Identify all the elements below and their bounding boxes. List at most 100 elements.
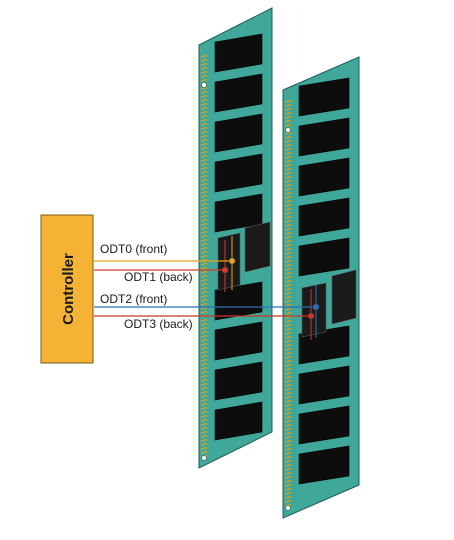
gold-contact [200, 246, 208, 250]
gold-contact [200, 438, 208, 442]
gold-contact [284, 343, 292, 347]
gold-contact [284, 455, 292, 459]
gold-contact [200, 406, 208, 410]
gold-contact [284, 291, 292, 295]
gold-contact [284, 331, 292, 335]
gold-contact [284, 187, 292, 191]
gold-contact [200, 430, 208, 434]
odt3-connection-dot [307, 312, 315, 320]
gold-contact [284, 195, 292, 199]
gold-contact [200, 394, 208, 398]
gold-contact [200, 350, 208, 354]
gold-contact [284, 307, 292, 311]
gold-contact [284, 255, 292, 259]
gold-contact [284, 179, 292, 183]
gold-contact [200, 70, 208, 74]
gold-contact [284, 183, 292, 187]
gold-contact [200, 178, 208, 182]
gold-contact [200, 134, 208, 138]
gold-contact [200, 182, 208, 186]
controller-label: Controller [60, 253, 77, 325]
dram-chip [298, 405, 350, 445]
gold-contact [200, 90, 208, 94]
register-chip [244, 221, 271, 273]
edge-notch [201, 82, 207, 88]
gold-contact [284, 151, 292, 155]
gold-contact [284, 319, 292, 323]
gold-contact [200, 402, 208, 406]
gold-contact [284, 495, 292, 499]
gold-contact [284, 299, 292, 303]
gold-contact [200, 222, 208, 226]
register-chip [331, 269, 357, 325]
gold-contact [200, 230, 208, 234]
gold-contact [284, 167, 292, 171]
gold-contact [284, 259, 292, 263]
gold-contact [284, 115, 292, 119]
gold-contact [284, 379, 292, 383]
dimm-module-2 [272, 56, 360, 519]
dram-chip [298, 77, 350, 117]
gold-contact [284, 271, 292, 275]
gold-contact [200, 110, 208, 114]
gold-contact [284, 491, 292, 495]
edge-notch [285, 505, 291, 511]
gold-contact [284, 407, 292, 411]
gold-contact [200, 302, 208, 306]
gold-contact [200, 122, 208, 126]
gold-contact [200, 434, 208, 438]
gold-contact [284, 159, 292, 163]
gold-contact [284, 471, 292, 475]
gold-contact [284, 207, 292, 211]
gold-contact [200, 238, 208, 242]
controller-block: Controller [40, 214, 94, 364]
gold-contact [200, 142, 208, 146]
gold-contact [284, 139, 292, 143]
gold-contact [284, 387, 292, 391]
gold-contact [284, 479, 292, 483]
gold-contact [200, 202, 208, 206]
gold-contact [200, 130, 208, 134]
gold-contact [200, 370, 208, 374]
gold-contact [200, 174, 208, 178]
gold-contact [200, 286, 208, 290]
gold-contact [284, 355, 292, 359]
gold-contact [284, 303, 292, 307]
gold-contact [284, 267, 292, 271]
gold-contact [200, 58, 208, 62]
gold-contact [200, 450, 208, 454]
gold-contact [200, 250, 208, 254]
gold-contact [200, 126, 208, 130]
dimm-module-1 [198, 7, 273, 469]
gold-contact [200, 94, 208, 98]
gold-contact [200, 226, 208, 230]
gold-contact [200, 410, 208, 414]
gold-contact [200, 374, 208, 378]
gold-contact [284, 311, 292, 315]
gold-contact [284, 175, 292, 179]
odt0-connection-dot [228, 257, 236, 265]
gold-contact [200, 98, 208, 102]
gold-contact [284, 315, 292, 319]
gold-contact [284, 339, 292, 343]
signal-lines [94, 257, 320, 320]
gold-contact [284, 351, 292, 355]
gold-contact [200, 254, 208, 258]
gold-contact [284, 263, 292, 267]
gold-contact [284, 411, 292, 415]
gold-contact [200, 386, 208, 390]
gold-contact [284, 295, 292, 299]
gold-contact [284, 435, 292, 439]
gold-contact [284, 155, 292, 159]
gold-contact [200, 118, 208, 122]
gold-contact [284, 235, 292, 239]
odt3-label: ODT3 (back) [124, 317, 193, 331]
gold-contact [200, 62, 208, 66]
edge-notch [201, 455, 207, 461]
gold-contact [284, 499, 292, 503]
dram-chip [214, 113, 263, 153]
gold-contact [200, 358, 208, 362]
gold-contact [200, 362, 208, 366]
gold-contact [200, 426, 208, 430]
gold-contact [284, 451, 292, 455]
